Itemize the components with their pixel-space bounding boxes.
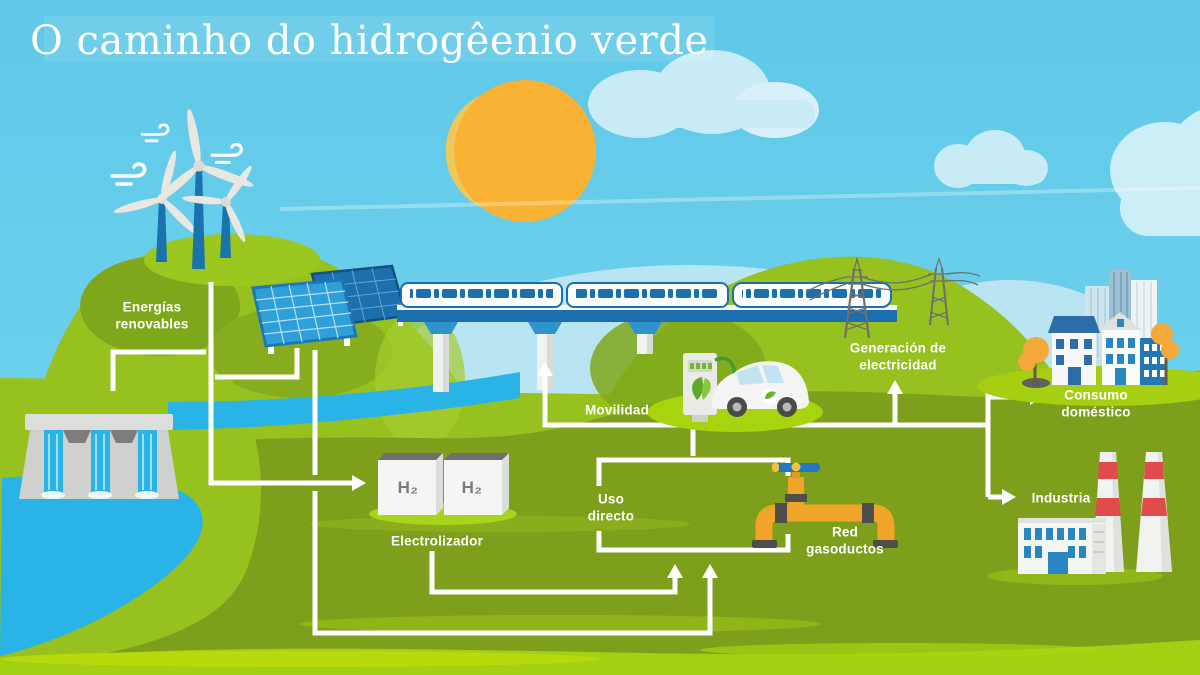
label-gas-network: Red gasoductos	[806, 524, 884, 557]
foreground-grass	[0, 640, 1200, 675]
factory-icon	[987, 452, 1172, 585]
sun-icon	[445, 80, 596, 222]
title-band	[44, 16, 714, 62]
city-icon	[977, 270, 1200, 406]
label-h2-tank-2: H₂	[461, 478, 483, 497]
river-water	[168, 372, 520, 430]
label-domestic-consumption: Consumo doméstico	[1061, 387, 1131, 420]
label-electrolyzer: Electrolizador	[390, 533, 484, 549]
power-tower-icon	[805, 256, 981, 339]
page-title: O caminho do hidrogêenio verde	[30, 18, 709, 64]
label-h2-tank-1: H₂	[397, 478, 419, 497]
hydro-dam-icon	[0, 372, 520, 668]
solar-panel-icon	[251, 264, 408, 354]
pipeline-valve-icon	[752, 462, 898, 548]
wind-turbine-icon	[110, 108, 254, 269]
hydrogen-car-icon	[711, 361, 809, 417]
h2-tank-icon	[369, 453, 517, 525]
train-bridge-icon	[397, 282, 897, 392]
label-renewables: Energías renovables	[115, 299, 189, 332]
label-direct-use: Uso directo	[587, 491, 635, 524]
label-industry: Industria	[1031, 490, 1091, 506]
label-mobility: Movilidad	[584, 402, 650, 418]
label-electricity-generation: Generación de electricidad	[849, 340, 947, 373]
cloud-icon	[280, 50, 1200, 236]
